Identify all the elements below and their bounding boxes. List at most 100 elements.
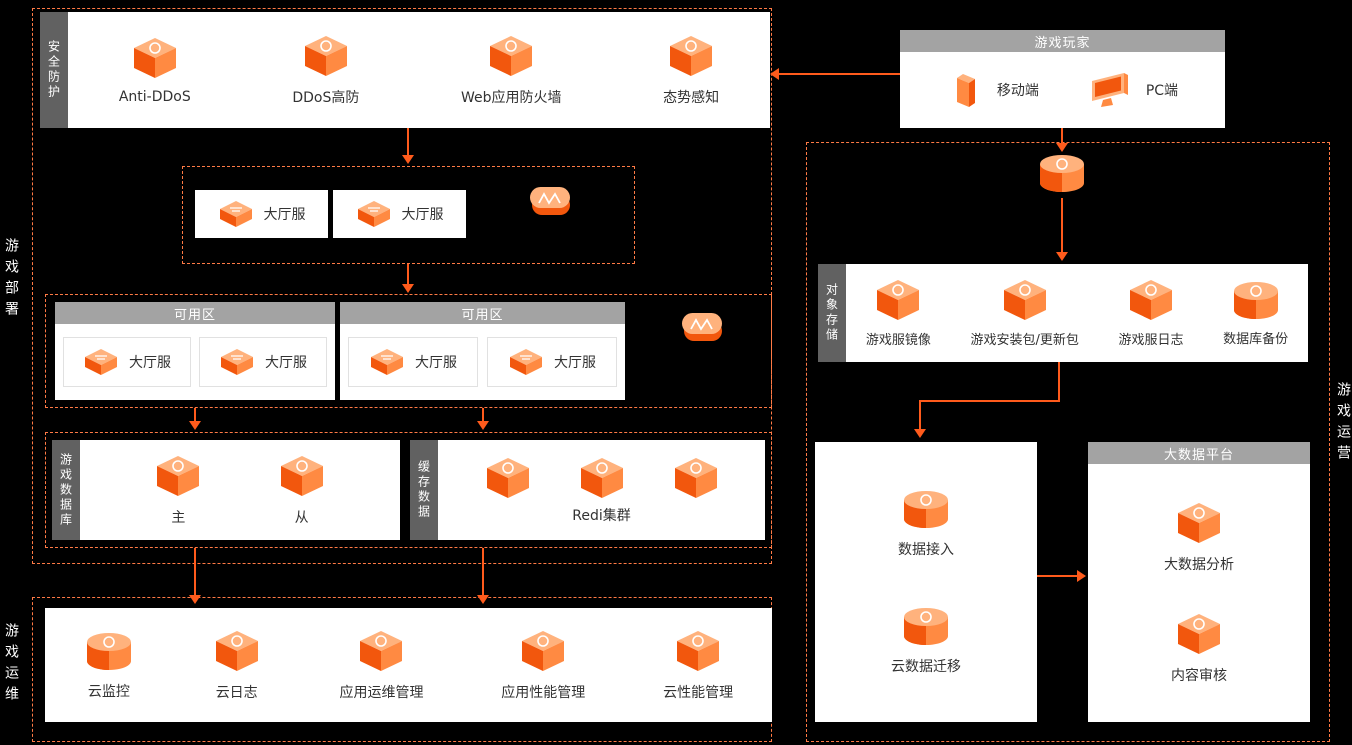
lobby-server-1: 大厅服 [195,190,328,238]
data-access-label: 数据接入 [898,542,954,558]
object-storage-strip-label: 对象存储 [824,283,839,343]
cloud-performance-item: 云性能管理 [663,629,733,702]
cloud-performance-label: 云性能管理 [663,684,734,701]
player-pc-item: PC端 [1086,70,1178,110]
anti-ddos-label: Anti-DDoS [118,88,191,105]
server-icon [83,347,119,377]
zone-1-server-1: 大厅服 [63,337,191,387]
game-server-log-icon [1126,278,1176,322]
situation-awareness-label: 态势感知 [663,89,720,106]
zone-2-title: 可用区 [461,307,504,323]
database-items-row: 主 从 [80,440,400,540]
cloud-monitor-icon [84,630,134,672]
bigdata-analysis-item: 大数据分析 [1164,501,1234,574]
arrowhead-cache-to-ops [477,595,489,604]
zone-1-header: 可用区 [55,302,335,324]
object-storage-items-row: 游戏服镜像 游戏安装包/更新包 游戏服日志 数据库备份 [846,264,1308,362]
database-backup-icon [1231,279,1281,321]
bigdata-analysis-icon [1174,501,1224,545]
database-master-item: 主 [153,454,203,527]
zone-1-server-2-label: 大厅服 [265,355,307,371]
cloud-monitor-item: 云监控 [84,630,134,701]
connector-storage-to-data-h [919,400,1060,402]
zone-1-server-2: 大厅服 [199,337,327,387]
ddos-protection-label: DDoS高防 [292,89,360,106]
arrowhead-players-to-gateway [1056,143,1068,152]
operation-region-border [806,142,1330,742]
bigdata-body: 大数据分析 内容审核 [1088,464,1310,722]
connector-zone1-to-database [194,408,196,422]
connector-database-to-ops [194,548,196,596]
waf-icon [486,34,536,78]
arrowhead-lobby-to-zones [402,284,414,293]
data-migration-label: 云数据迁移 [891,659,961,675]
connector-players-to-security [779,73,900,75]
app-performance-item: 应用性能管理 [501,629,585,702]
object-storage-panel: 游戏服镜像 游戏安装包/更新包 游戏服日志 数据库备份 [846,264,1308,362]
cdn-gateway-icon [1037,152,1087,194]
database-slave-item: 从 [277,454,327,527]
players-panel: 游戏玩家 移动端 PC端 [900,30,1225,128]
arrowhead-players-to-security [770,68,779,80]
cache-strip: 缓存数据 [410,440,438,540]
zone-2-server-2: 大厅服 [487,337,617,387]
cache-panel: Redi集群 [438,440,765,540]
server-icon [356,199,392,229]
players-header: 游戏玩家 [900,30,1225,52]
zone-1-body: 大厅服 大厅服 [55,324,335,400]
load-balancer-icon [524,180,576,220]
zone-2-body: 大厅服 大厅服 [340,324,625,400]
data-access-item: 数据接入 [898,488,954,559]
lobby-server-2: 大厅服 [333,190,466,238]
security-item-anti-ddos: Anti-DDoS [119,36,191,105]
server-icon [219,347,255,377]
security-strip: 安全防护 [40,12,68,128]
lobby-group-border [182,166,635,264]
ops-items-row: 云监控 云日志 应用运维管理 应用性能管理 云性能管理 [45,608,772,722]
content-review-item: 内容审核 [1171,612,1227,685]
side-label-operation: 游戏运营 [1335,382,1351,466]
connector-cache-to-ops [482,548,484,596]
security-item-waf: Web应用防火墙 [461,34,562,107]
connector-security-to-lobby [407,128,409,156]
app-ops-management-label: 应用运维管理 [339,684,424,701]
deploy-region-border [32,8,772,564]
data-access-icon [901,488,951,530]
database-master-icon [153,454,203,498]
pc-label: PC端 [1145,83,1179,99]
connector-storage-to-data-v1 [1058,362,1060,402]
ops-panel: 云监控 云日志 应用运维管理 应用性能管理 云性能管理 [45,608,772,722]
redis-node-icon [671,456,721,500]
side-label-deploy: 游戏部署 [3,238,19,322]
redis-node-icon [577,456,627,500]
zone-1-title: 可用区 [173,307,216,323]
zone-2-header: 可用区 [340,302,625,324]
install-package-item: 游戏安装包/更新包 [970,278,1079,348]
cache-nodes-row [483,456,721,500]
security-strip-label: 安全防护 [46,40,61,100]
bigdata-panel: 大数据平台 大数据分析 内容审核 [1088,442,1310,722]
database-strip-label: 游戏数据库 [58,452,73,528]
install-package-icon [1000,278,1050,322]
lobby-server-1-label: 大厅服 [263,207,306,223]
content-review-label: 内容审核 [1171,667,1227,684]
install-package-label: 游戏安装包/更新包 [970,333,1079,348]
game-server-image-label: 游戏服镜像 [865,333,931,348]
load-balancer-icon [676,306,728,346]
zone-group-1: 可用区 大厅服 大厅服 [55,302,335,400]
database-master-label: 主 [171,509,186,526]
waf-label: Web应用防火墙 [460,89,562,106]
security-items-row: Anti-DDoS DDoS高防 Web应用防火墙 态势感知 [68,12,770,128]
game-server-log-item: 游戏服日志 [1119,278,1184,348]
situation-awareness-icon [666,34,716,78]
connector-storage-to-data-v2 [919,400,921,430]
zone-2-server-1-label: 大厅服 [415,355,457,371]
cloud-log-label: 云日志 [215,684,258,701]
bigdata-analysis-label: 大数据分析 [1164,557,1234,574]
data-group-border [45,432,772,548]
zone-2-server-1: 大厅服 [348,337,478,387]
game-server-image-icon [873,278,923,322]
server-icon [369,347,405,377]
arrowhead-storage-to-data [914,429,926,438]
security-item-situation: 态势感知 [663,34,719,107]
